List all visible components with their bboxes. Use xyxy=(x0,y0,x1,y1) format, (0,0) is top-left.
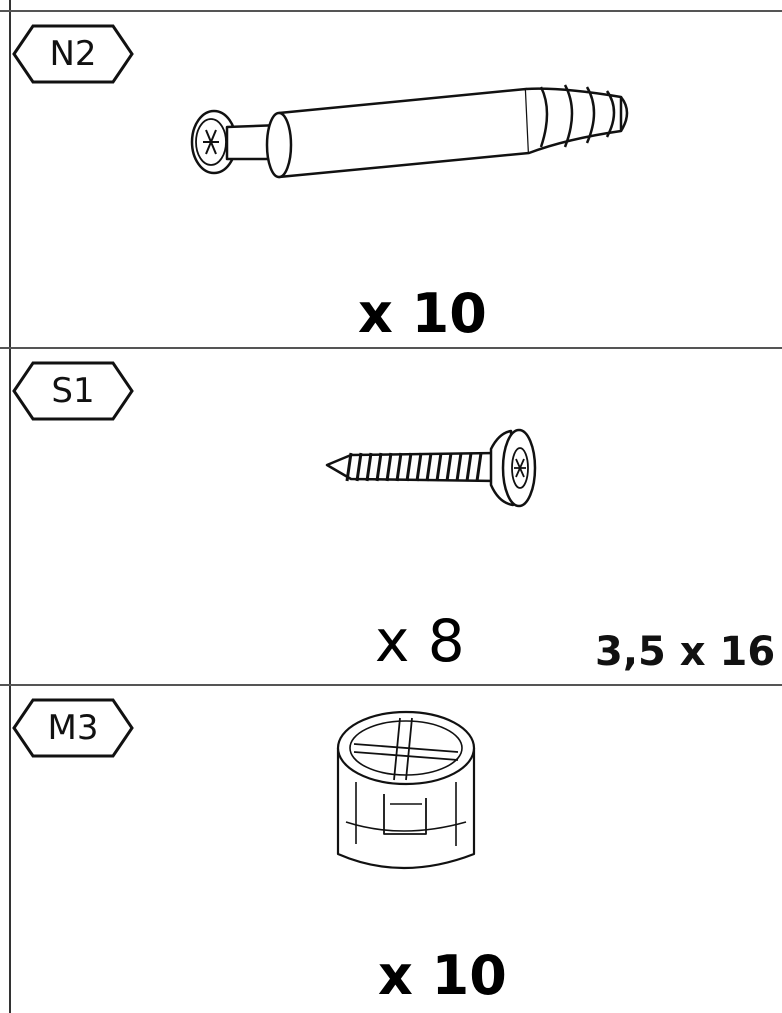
hexagon-icon xyxy=(12,698,134,758)
part-code-badge: S1 xyxy=(11,359,135,423)
part-code-badge: M3 xyxy=(11,696,135,760)
divider-n2-s1 xyxy=(0,347,782,349)
part-code: N2 xyxy=(49,34,97,74)
part-m3: M3 x 10 xyxy=(11,686,782,1013)
hexagon-icon xyxy=(12,361,134,421)
wood-screw-icon xyxy=(325,428,537,508)
top-divider xyxy=(0,10,782,12)
divider-s1-m3 xyxy=(0,684,782,686)
part-quantity: x 10 xyxy=(358,282,487,345)
part-quantity: x 8 xyxy=(375,607,465,675)
part-code-badge: N2 xyxy=(11,22,135,86)
hexagon-icon xyxy=(12,24,134,84)
part-code: M3 xyxy=(47,708,99,748)
screw-size: 3,5 x 16 xyxy=(595,629,776,675)
left-border xyxy=(9,0,11,1013)
cam-lock-icon xyxy=(336,710,476,870)
part-quantity: x 10 xyxy=(378,944,507,1007)
part-s1: S1 xyxy=(11,349,782,684)
part-n2: N2 x 10 xyxy=(11,12,782,347)
cam-bolt-icon xyxy=(190,84,629,179)
part-code: S1 xyxy=(51,371,95,411)
